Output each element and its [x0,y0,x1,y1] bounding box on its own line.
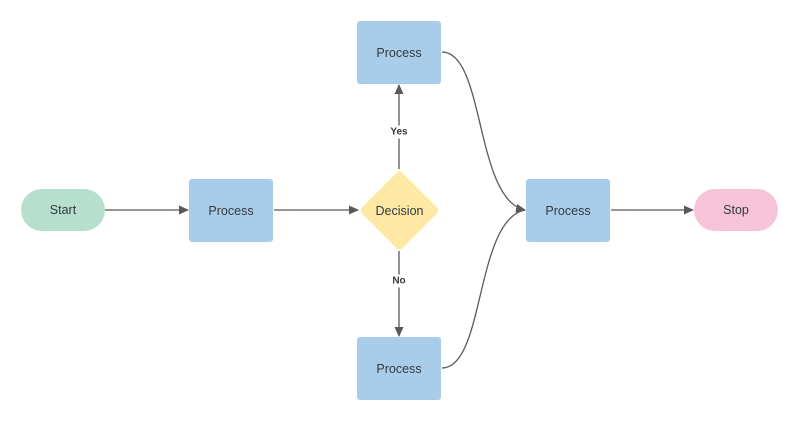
stop-node[interactable]: Stop [694,189,778,231]
edge-label-no: No [390,274,408,288]
process-label: Process [376,45,422,60]
decision-node[interactable]: Decision [359,170,440,251]
edge-label-yes: Yes [388,125,410,139]
start-node[interactable]: Start [21,189,105,231]
process-node-yes[interactable]: Process [357,21,441,84]
stop-label: Stop [723,203,749,217]
process-node-1[interactable]: Process [189,179,273,242]
process-label: Process [376,361,422,376]
process-label: Process [208,203,254,218]
edge-process-no-to-merge [441,209,526,369]
decision-label: Decision [375,203,424,218]
decision-diamond-shape [360,171,439,250]
edge-process-yes-to-merge [441,51,526,213]
process-label: Process [545,203,591,218]
process-node-merge[interactable]: Process [526,179,610,242]
start-label: Start [49,203,77,217]
process-node-no[interactable]: Process [357,337,441,400]
